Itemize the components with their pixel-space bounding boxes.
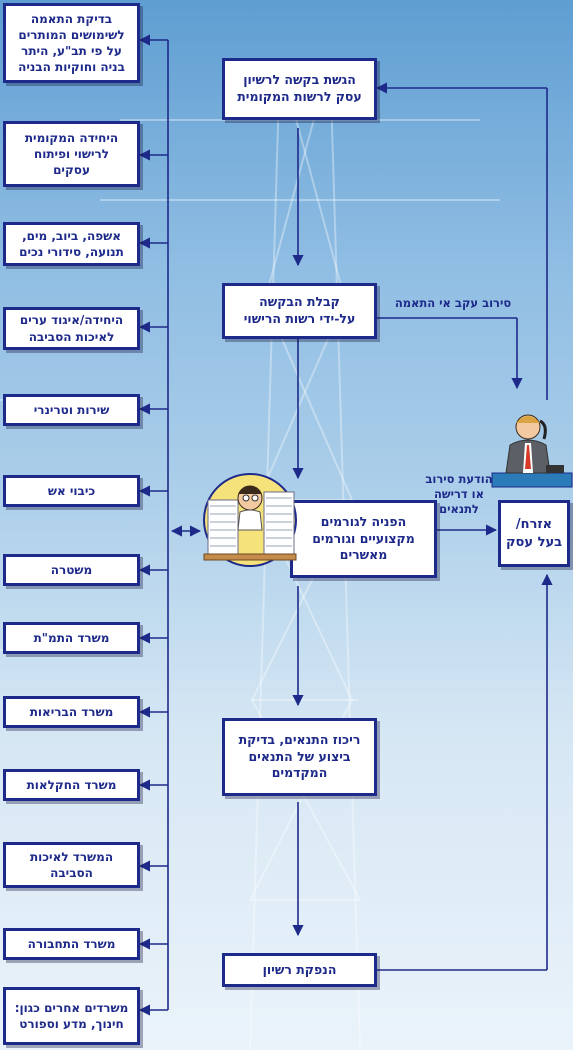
- left-box-police: משטרה: [3, 554, 140, 586]
- flow-box-submit-request: הגשת בקשה לרשיון עסק לרשות המקומית: [222, 58, 377, 120]
- left-box-health-ministry: משרד הבריאות: [3, 696, 140, 728]
- label-refusal-notice: הודעת סירוב או דרישה לתנאים: [425, 472, 493, 516]
- flow-box-issue-license: הנפקת רשיון: [222, 953, 377, 987]
- label-refusal-mismatch: סירוב עקב אי התאמה: [394, 296, 512, 310]
- left-box-business-licensing-unit: היחידה המקומית לרישוי ופיתוח עסקים: [3, 121, 140, 187]
- citizen-box: אזרח/ בעל עסק: [498, 500, 570, 567]
- left-box-industry-ministry: משרד התמ"ת: [3, 622, 140, 654]
- left-box-waste-sewage-water: אשפה, ביוב, מים, תנועה, סידורי נכים: [3, 222, 140, 266]
- left-box-environment-ministry: המשרד לאיכות הסביבה: [3, 842, 140, 888]
- businessman-on-phone-icon: [491, 414, 573, 488]
- left-box-veterinary-service: שירות וטרינרי: [3, 394, 140, 426]
- left-box-fire-department: כיבוי אש: [3, 475, 140, 507]
- clerk-with-papers-icon: [203, 473, 297, 567]
- left-box-zoning-check: בדיקת התאמה לשימושים המותרים על פי תב"ע,…: [3, 3, 140, 83]
- left-box-transport-ministry: משרד התחבורה: [3, 928, 140, 960]
- left-box-other-ministries: משרדים אחרים כגון: חינוך, מדע וספורט: [3, 987, 140, 1045]
- left-box-environment-unit: היחידה/איגוד ערים לאיכות הסביבה: [3, 307, 140, 350]
- left-box-agriculture-ministry: משרד החקלאות: [3, 769, 140, 801]
- flow-box-conditions-check: ריכוז התנאים, בדיקת ביצוע של התנאים המקד…: [222, 718, 377, 796]
- flow-box-receive-request: קבלת הבקשה על-ידי רשות הרישוי: [222, 283, 377, 339]
- flow-box-refer-professionals: הפניה לגורמים מקצועיים וגורמים מאשרים: [290, 500, 437, 578]
